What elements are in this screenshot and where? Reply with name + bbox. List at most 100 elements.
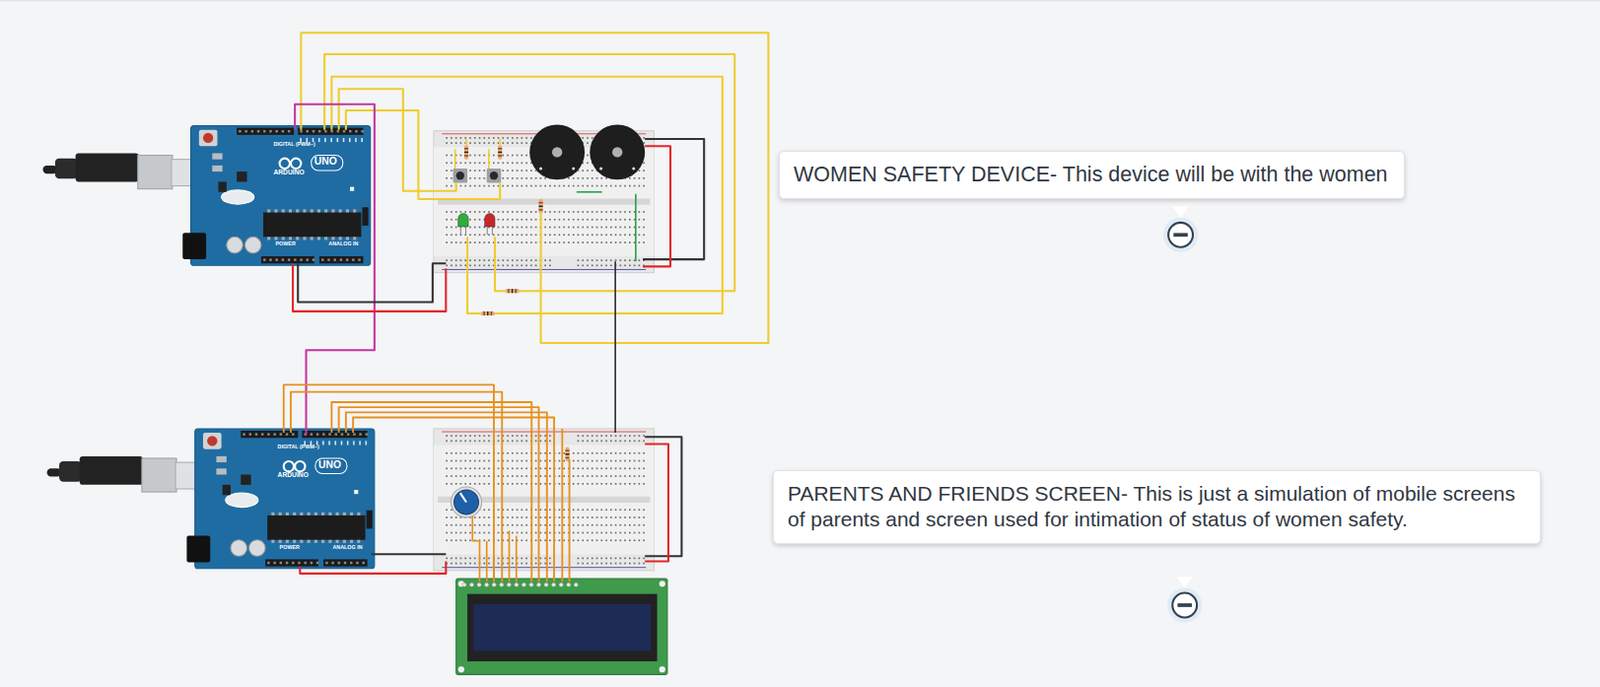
breadboard-hole (549, 434, 552, 437)
breadboard-hole (474, 483, 477, 486)
breadboard-hole (483, 524, 486, 527)
breadboard-hole (642, 185, 645, 188)
breadboard-hole (497, 226, 500, 229)
breadboard-hole (521, 524, 524, 527)
breadboard-hole (638, 434, 641, 437)
breadboard-hole (464, 467, 467, 470)
breadboard-hole (615, 475, 618, 478)
breadboard-hole (511, 524, 514, 527)
pin-hole (357, 258, 360, 261)
breadboard-hole (460, 460, 463, 463)
breadboard-hole (605, 452, 608, 455)
breadboard-hole (535, 483, 538, 486)
breadboard-hole (581, 467, 584, 470)
breadboard-hole (562, 460, 565, 463)
breadboard-hole (638, 467, 641, 470)
breadboard-hole (535, 233, 538, 236)
breadboard-hole (558, 483, 561, 486)
breadboard-hole (624, 475, 627, 478)
resistor-band (486, 311, 488, 316)
breadboard-hole (521, 233, 524, 236)
chip-pin (267, 208, 271, 212)
breadboard-hole (600, 532, 603, 535)
breadboard-hole (525, 161, 528, 164)
breadboard-hole (450, 524, 453, 527)
breadboard-hole (474, 169, 477, 172)
breadboard-hole (450, 532, 453, 535)
breadboard-hole (540, 452, 543, 455)
potentiometer (451, 486, 483, 518)
pin-hole (281, 130, 284, 133)
breadboard-hole (549, 539, 552, 542)
breadboard-hole (581, 169, 584, 172)
breadboard-hole (469, 185, 472, 188)
breadboard-hole (506, 169, 509, 172)
breadboard-hole (460, 539, 463, 542)
breadboard-hole (642, 562, 645, 565)
breadboard-hole (581, 508, 584, 511)
breadboard-hole (469, 562, 472, 565)
pin-hole (321, 258, 324, 261)
breadboard-hole (562, 185, 565, 188)
lcd-pin (529, 582, 534, 587)
breadboard-hole (535, 259, 538, 262)
breadboard-hole (474, 226, 477, 229)
breadboard-hole (516, 137, 519, 140)
breadboard-hole (450, 177, 453, 180)
breadboard-hole (483, 483, 486, 486)
breadboard-hole (455, 562, 458, 565)
breadboard-hole (506, 218, 509, 221)
breadboard-hole (535, 226, 538, 229)
breadboard-hole (455, 241, 458, 244)
breadboard-hole (521, 483, 524, 486)
breadboard-hole (638, 185, 641, 188)
wire (642, 139, 704, 260)
breadboard-hole (464, 539, 467, 542)
breadboard-hole (460, 154, 463, 157)
breadboard-hole (497, 264, 500, 267)
breadboard-hole (572, 524, 575, 527)
breadboard-hole (525, 557, 528, 560)
pin-header (301, 430, 367, 438)
breadboard-hole (511, 483, 514, 486)
breadboard-hole (474, 460, 477, 463)
breadboard-hole (455, 259, 458, 262)
pin-header (323, 558, 368, 566)
breadboard-hole (549, 475, 552, 478)
breadboard-hole (469, 141, 472, 144)
breadboard-hole (535, 434, 538, 437)
breadboard-hole (624, 452, 627, 455)
breadboard-hole (562, 516, 565, 519)
breadboard-hole (628, 264, 631, 267)
breadboard-hole (586, 259, 589, 262)
breadboard-hole (525, 524, 528, 527)
breadboard-hole (642, 434, 645, 437)
breadboard-hole (497, 467, 500, 470)
breadboard-hole (549, 185, 552, 188)
breadboard-hole (554, 233, 557, 236)
chip-pin (356, 512, 360, 516)
breadboard-hole (497, 483, 500, 486)
breadboard-hole (638, 226, 641, 229)
breadboard-hole (535, 516, 538, 519)
breadboard-hole (544, 259, 547, 262)
breadboard-hole (544, 233, 547, 236)
resistor-band (564, 449, 569, 451)
resistor (504, 288, 519, 293)
breadboard-hole (586, 539, 589, 542)
lcd-pin (514, 582, 519, 587)
pin-hole (306, 130, 309, 133)
breadboard-hole (581, 557, 584, 560)
resistor (464, 144, 469, 159)
breadboard-hole (558, 185, 561, 188)
breadboard-hole (483, 185, 486, 188)
breadboard-hole (619, 233, 622, 236)
breadboard-hole (567, 226, 570, 229)
breadboard-hole (487, 508, 490, 511)
breadboard-hole (628, 210, 631, 213)
breadboard-hole (605, 233, 608, 236)
board-brand: ARDUINO (278, 472, 309, 480)
jumper-wire (576, 191, 603, 194)
breadboard-hole (624, 532, 627, 535)
breadboard-hole (469, 259, 472, 262)
